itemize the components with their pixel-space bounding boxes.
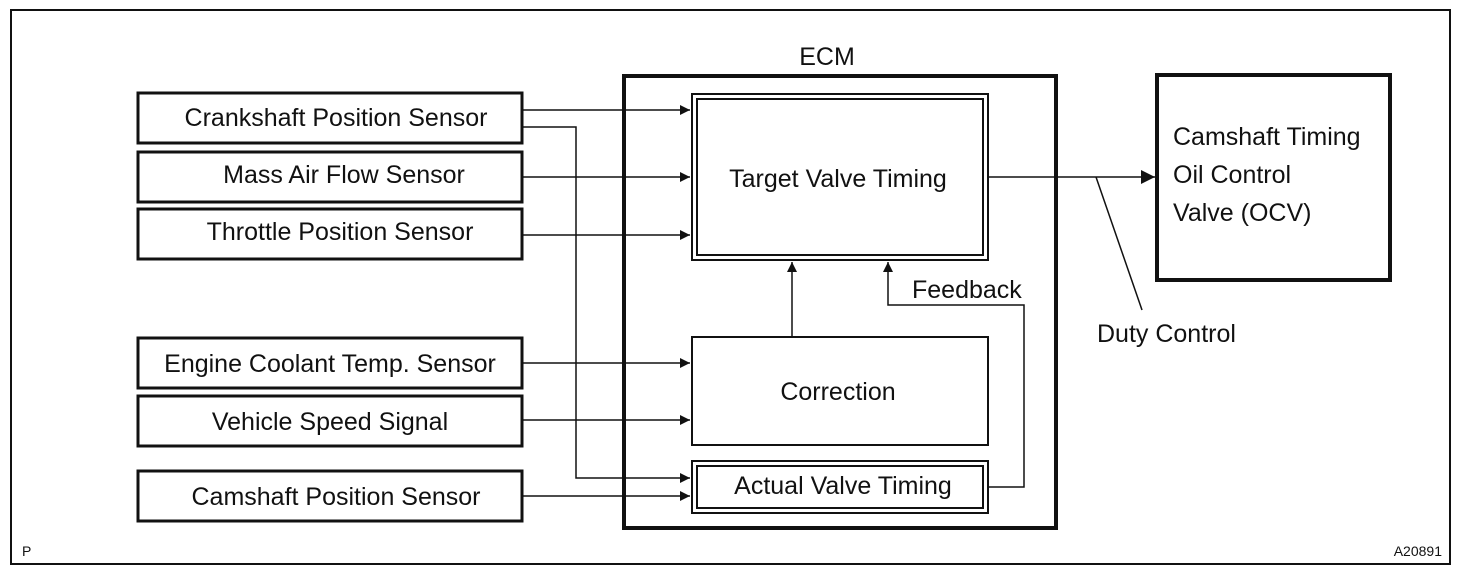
- ocv-line-3: Valve (OCV): [1173, 199, 1311, 227]
- input-throttle-label: Throttle Position Sensor: [207, 218, 474, 246]
- corner-mark: P: [22, 543, 31, 559]
- input-camshaft-box: Camshaft Position Sensor: [136, 469, 524, 523]
- ocv-line-1: Camshaft Timing: [1173, 123, 1361, 151]
- ecm-box: [622, 74, 1058, 530]
- input-maf-label: Mass Air Flow Sensor: [223, 161, 465, 189]
- input-speed-label: Vehicle Speed Signal: [212, 408, 448, 436]
- arrow-feedback: [883, 262, 1025, 488]
- actual-valve-timing-block: Actual Valve Timing: [691, 460, 989, 514]
- duty-control-leader: [1095, 176, 1143, 311]
- input-coolant-label: Engine Coolant Temp. Sensor: [164, 350, 496, 378]
- ocv-line-2: Oil Control: [1173, 161, 1291, 189]
- input-coolant-box: Engine Coolant Temp. Sensor: [136, 336, 524, 390]
- input-throttle-box: Throttle Position Sensor: [136, 207, 524, 261]
- input-crankshaft-label: Crankshaft Position Sensor: [185, 104, 488, 132]
- input-crankshaft-box: Crankshaft Position Sensor: [136, 91, 524, 145]
- correction-block: Correction: [691, 336, 989, 446]
- figure-id: A20891: [1394, 543, 1442, 559]
- arrow-crankshaft-to-actual: [522, 126, 690, 483]
- target-valve-timing-block: Target Valve Timing: [691, 93, 989, 261]
- input-maf-box: Mass Air Flow Sensor: [136, 150, 524, 204]
- duty-control-label: Duty Control: [1097, 320, 1236, 348]
- outer-frame: [10, 9, 1451, 565]
- ocv-box: Camshaft Timing Oil Control Valve (OCV): [1155, 73, 1392, 282]
- correction-label: Correction: [780, 378, 895, 406]
- input-camshaft-label: Camshaft Position Sensor: [191, 483, 480, 511]
- actual-valve-timing-label: Actual Valve Timing: [734, 472, 952, 500]
- feedback-label: Feedback: [912, 276, 1022, 304]
- ecm-label: ECM: [799, 43, 855, 71]
- input-speed-box: Vehicle Speed Signal: [136, 394, 524, 448]
- target-valve-timing-label: Target Valve Timing: [729, 165, 947, 193]
